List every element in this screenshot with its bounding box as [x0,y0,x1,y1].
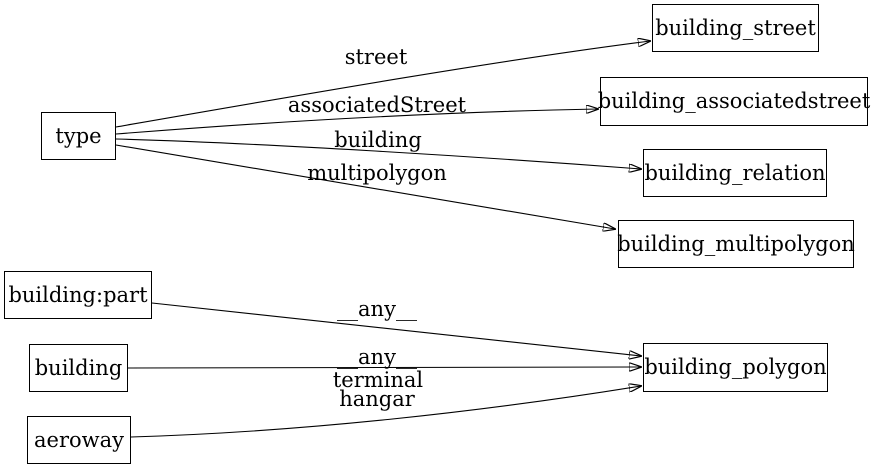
node-building-polygon: building_polygon [643,343,828,392]
node-building-street: building_street [652,4,819,52]
edge-label-street: street [344,45,408,69]
node-building-part: building:part [4,271,152,319]
edge-label-building: building [334,128,422,152]
edge-label-hangar: hangar [339,387,415,411]
node-aeroway: aeroway [27,416,131,464]
edge-label-multipolygon: multipolygon [307,161,447,185]
node-building: building [29,344,128,392]
edge-building-part-building-polygon [151,302,641,356]
node-building-associatedstreet: building_associatedstreet [598,77,870,126]
node-building-relation: building_relation [643,149,827,197]
edge-type-building-associatedstreet [115,109,598,135]
edge-type-building-multipolygon [115,144,615,229]
edge-building-building-polygon [127,367,641,368]
edge-type-building-street [115,41,650,128]
edge-label-any-building-part: __any__ [337,297,417,321]
node-type: type [41,112,116,160]
edge-aeroway-building-polygon [130,386,641,438]
edge-type-building-relation [115,138,641,169]
edge-label-any-building: __any__ [337,345,417,369]
edge-label-associatedstreet: associatedStreet [287,93,467,117]
node-building-multipolygon: building_multipolygon [617,220,855,268]
edge-label-terminal: terminal [332,368,424,392]
